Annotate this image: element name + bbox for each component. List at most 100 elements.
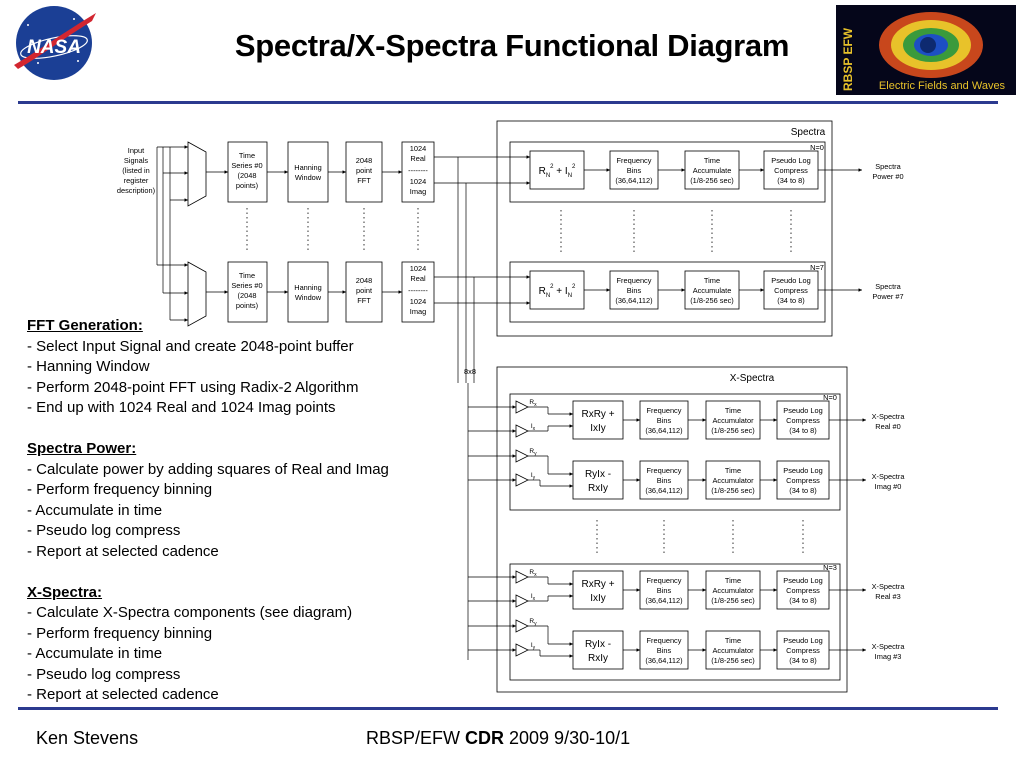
fft-item: - End up with 1024 Real and 1024 Imag po…	[27, 399, 336, 416]
fft-generation-heading: FFT Generation:	[27, 317, 143, 334]
freq-bins-7-l2: Bins	[627, 286, 642, 295]
footer-divider	[18, 707, 998, 710]
x-out-real0-l1: X-Spectra	[872, 412, 906, 421]
hanning-0-line1: Hanning	[294, 163, 322, 172]
mult-in-rx-3: Rx	[529, 569, 537, 578]
input-signals-label-2: Signals	[124, 156, 149, 165]
pseudo-log-7-l1: Pseudo Log	[771, 276, 810, 285]
pseudo-log-0-l1: Pseudo Log	[771, 156, 810, 165]
functional-diagram: Input Signals (listed in register descri…	[117, 120, 906, 693]
time-acc-0-l2: Accumulate	[693, 166, 732, 175]
time-series-0-line1: Time	[239, 151, 255, 160]
time-series-7-line4: points)	[236, 301, 258, 310]
x-time-i0-l2: Accumulator	[712, 476, 754, 485]
hanning-7-line2: Window	[295, 293, 322, 302]
imag-formula-3-l2: RxIy	[588, 653, 608, 664]
x-time-i3-l2: Accumulator	[712, 646, 754, 655]
mult-in-rx-0: Rx	[529, 399, 537, 408]
freq-bins-0-l2: Bins	[627, 166, 642, 175]
x-freq-i0-l1: Frequency	[647, 466, 682, 475]
time-acc-0-l3: (1/8-256 sec)	[690, 176, 734, 185]
fft-out-7-line4: 1024	[410, 297, 426, 306]
power-formula-7: RN2 + IN2	[539, 284, 576, 299]
spectra-n0-label: N=0	[810, 143, 824, 152]
xspec-item: - Perform frequency binning	[27, 624, 213, 642]
rbsp-vertical-label: RBSP EFW	[841, 27, 855, 91]
real-formula-3-l1: RxRy +	[581, 579, 614, 590]
bus-width-label: 8x8	[464, 367, 476, 376]
x-time-r0-l3: (1/8-256 sec)	[711, 426, 755, 435]
hanning-0-line2: Window	[295, 173, 322, 182]
fft-0-line2: point	[356, 166, 372, 175]
fft-out-7-line2: Real	[410, 274, 426, 283]
x-log-i0-l3: (34 to 8)	[789, 486, 817, 495]
time-series-7-line3: (2048	[238, 291, 257, 300]
page-title: Spectra/X-Spectra Functional Diagram	[234, 28, 790, 63]
description-notes: FFT Generation: - Select Input Signal an…	[27, 316, 467, 706]
mult-in-iy-3: Iy	[531, 642, 536, 651]
footer-author: Ken Stevens	[36, 728, 139, 748]
x-time-i3-l1: Time	[725, 636, 741, 645]
spectra-title: Spectra	[791, 127, 826, 138]
x-time-r0-l2: Accumulator	[712, 416, 754, 425]
real-formula-0-l1: RxRy +	[581, 409, 614, 420]
x-time-r3-l3: (1/8-256 sec)	[711, 596, 755, 605]
fft-0-line3: FFT	[357, 176, 371, 185]
x-time-r0-l1: Time	[725, 406, 741, 415]
input-signals-label-1: Input	[128, 146, 144, 155]
input-signals-label-3: (listed in	[122, 166, 150, 175]
fft-0-line1: 2048	[356, 156, 372, 165]
x-time-i3-l3: (1/8-256 sec)	[711, 656, 755, 665]
time-series-7-line2: Series #0	[231, 281, 262, 290]
x-time-r3-l2: Accumulator	[712, 586, 754, 595]
x-log-r0-l1: Pseudo Log	[783, 406, 822, 415]
mult-in-iy-0: Iy	[531, 472, 536, 481]
imag-formula-0-l2: RxIy	[588, 483, 608, 494]
x-freq-r0-l2: Bins	[657, 416, 672, 425]
x-log-i0-l1: Pseudo Log	[783, 466, 822, 475]
spectra-out-7-l1: Spectra	[875, 282, 901, 291]
time-acc-7-l2: Accumulate	[693, 286, 732, 295]
freq-bins-0-l1: Frequency	[617, 156, 652, 165]
xspec-item: - Accumulate in time	[27, 645, 163, 662]
spectra-out-0-l2: Power #0	[872, 172, 903, 181]
time-acc-7-l3: (1/8-256 sec)	[690, 296, 734, 305]
nasa-wordmark: NASA	[27, 37, 81, 58]
fft-out-7-line3: --------	[408, 286, 428, 295]
freq-bins-0-l3: (36,64,112)	[615, 176, 652, 185]
pseudo-log-7-l3: (34 to 8)	[777, 296, 805, 305]
x-log-r3-l3: (34 to 8)	[789, 596, 817, 605]
x-freq-i0-l2: Bins	[657, 476, 672, 485]
fft-7-line3: FFT	[357, 296, 371, 305]
xspec-item: - Calculate X-Spectra components (see di…	[27, 604, 353, 621]
xspectra-n0-label: N=0	[823, 393, 837, 402]
power-item: - Pseudo log compress	[27, 522, 181, 539]
x-out-real3-l2: Real #3	[875, 592, 900, 601]
x-freq-i0-l3: (36,64,112)	[645, 486, 682, 495]
fft-out-7-line5: Imag	[410, 307, 426, 316]
pseudo-log-0-l2: Compress	[774, 166, 808, 175]
fft-item: - Select Input Signal and create 2048-po…	[27, 337, 354, 355]
imag-formula-3-l1: RyIx -	[585, 639, 611, 650]
spectra-n7-label: N=7	[810, 263, 824, 272]
input-signals-label-4: register	[124, 176, 149, 185]
x-log-i3-l1: Pseudo Log	[783, 636, 822, 645]
footer-project: RBSP/EFW CDR 2009 9/30-10/1	[366, 728, 631, 748]
pseudo-log-7-l2: Compress	[774, 286, 808, 295]
x-out-imag3-l2: Imag #3	[875, 652, 902, 661]
mult-in-ry-3: Ry	[529, 618, 537, 627]
x-log-r0-l2: Compress	[786, 416, 820, 425]
power-item: - Calculate power by adding squares of R…	[27, 460, 389, 478]
freq-bins-7-l1: Frequency	[617, 276, 652, 285]
x-log-i0-l2: Compress	[786, 476, 820, 485]
nasa-meatball-icon: NASA	[14, 6, 96, 80]
real-formula-3-l2: IxIy	[590, 593, 606, 604]
time-series-0-line2: Series #0	[231, 161, 262, 170]
rbsp-caption: Electric Fields and Waves	[879, 80, 1006, 92]
xspectra-n3-label: N=3	[823, 563, 837, 572]
time-series-7-line1: Time	[239, 271, 255, 280]
spectra-out-7-l2: Power #7	[872, 292, 903, 301]
pseudo-log-0-l3: (34 to 8)	[777, 176, 805, 185]
fft-item: - Perform 2048-point FFT using Radix-2 A…	[27, 378, 359, 396]
x-out-imag0-l1: X-Spectra	[872, 472, 906, 481]
